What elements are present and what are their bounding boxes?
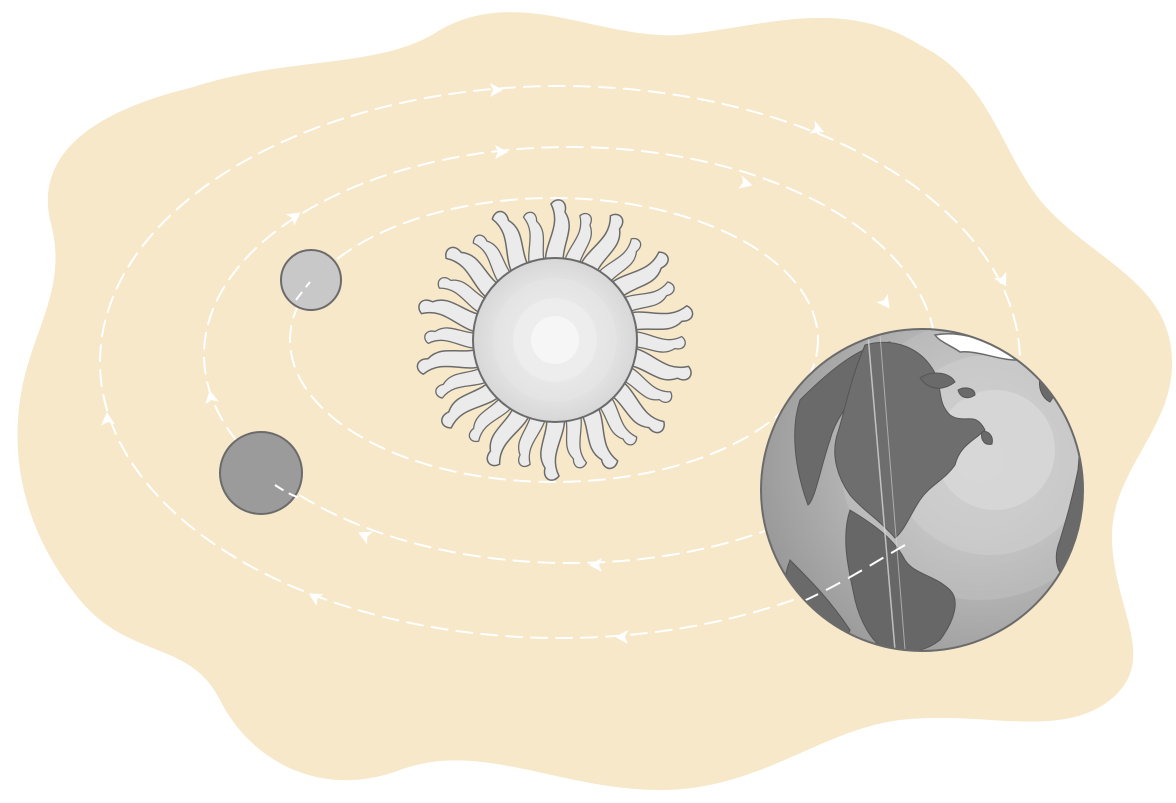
sun-ray — [576, 398, 619, 470]
arrowhead-icon — [589, 558, 602, 572]
arrowhead-icon — [495, 145, 508, 159]
planet-icon — [280, 249, 342, 311]
earth-land-island — [957, 387, 976, 399]
sun-ray — [416, 345, 490, 376]
arrowhead-icon — [809, 120, 825, 134]
earth-land-central-america — [845, 509, 956, 651]
sun-ray-shape — [620, 346, 692, 381]
sun-ray — [518, 406, 548, 468]
sun-ray-shape — [491, 210, 534, 282]
arrowhead-icon — [738, 175, 753, 189]
sun-ray — [624, 331, 686, 353]
sun-ray-shape — [620, 304, 694, 335]
earth-meridian — [867, 334, 896, 651]
sun-ray-shape — [562, 406, 588, 469]
sun-ray — [620, 346, 692, 381]
planet-medium — [219, 431, 303, 515]
sun-ray-shape — [544, 199, 570, 271]
sun-ray — [562, 406, 588, 469]
arrowhead-icon — [308, 593, 324, 607]
arrowhead-icon — [101, 412, 115, 426]
sun-ray — [620, 304, 694, 335]
sun-ray-shape — [522, 211, 548, 274]
sun-ray — [540, 409, 566, 481]
sun-ray-shape — [416, 345, 490, 376]
sun-ray-shape — [576, 398, 619, 470]
arrowhead-icon — [876, 293, 890, 309]
sun-icon — [416, 199, 694, 481]
sun-ray — [544, 199, 570, 271]
earth-outline — [760, 328, 1084, 652]
earth-globe-icon — [760, 328, 1084, 652]
arrowhead-icon — [490, 83, 503, 97]
planet-medium-orbit-overlay — [274, 484, 301, 499]
planet-small-orbit-overlay — [295, 281, 311, 301]
arrowhead-icon — [993, 271, 1007, 287]
sun-center — [531, 316, 579, 364]
earth-orbit-overlay — [794, 544, 906, 606]
sun-ray — [522, 211, 548, 274]
sun-ray — [491, 210, 534, 282]
sun-ray-shape — [418, 299, 490, 334]
orbit-inner — [289, 197, 819, 483]
orbit-arrows — [101, 83, 1007, 644]
planet-icon — [219, 431, 303, 515]
arrowhead-icon — [358, 531, 373, 545]
sun-ray-shape — [624, 331, 686, 353]
sun-ray-shape — [518, 406, 548, 468]
arrowhead-icon — [285, 212, 301, 226]
earth-land-island — [919, 372, 956, 389]
sun-ray-shape — [424, 327, 486, 349]
earth-meridian — [879, 334, 906, 651]
sun-ray-shape — [540, 409, 566, 481]
sun-ray — [418, 299, 490, 334]
sun-ray-shape — [562, 212, 592, 274]
planet-small — [280, 249, 342, 311]
sun-ray — [424, 327, 486, 349]
earth-land-island — [981, 431, 993, 445]
arrowhead-icon — [205, 390, 219, 405]
sun-ray — [562, 212, 592, 274]
arrowhead-icon — [615, 630, 628, 644]
